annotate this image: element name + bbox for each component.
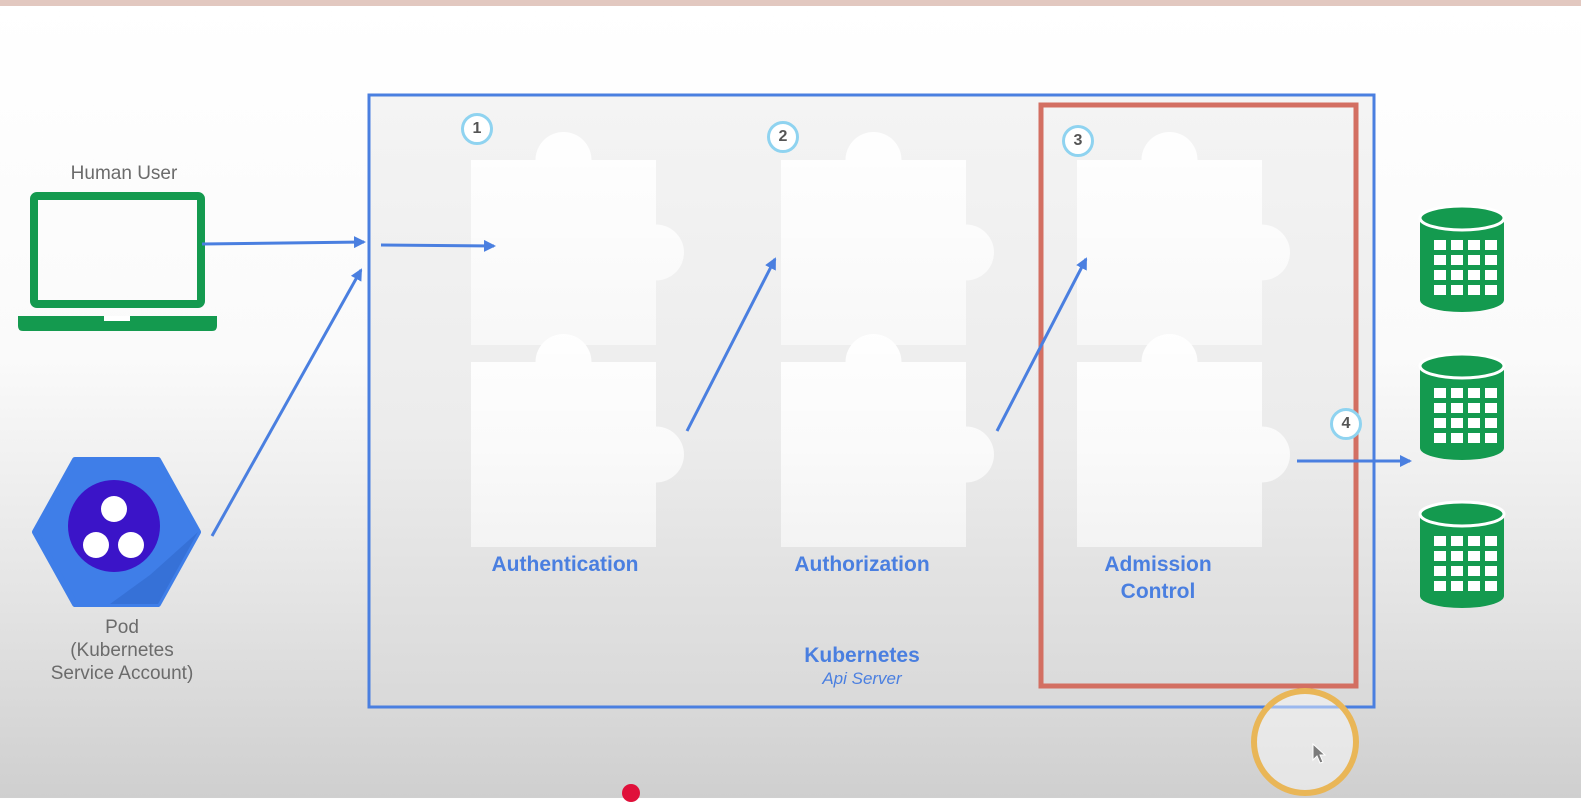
puzzle-piece-icon (471, 132, 684, 345)
arrow-authorization-to-admission (995, 257, 1088, 432)
admission-control-box (1038, 102, 1359, 689)
authentication-label: Authentication (491, 553, 639, 576)
database-icon (1418, 352, 1506, 460)
arrow-to-authentication (380, 239, 496, 252)
cursor-highlight-ring (1251, 688, 1359, 796)
pod-hexagon-icon (32, 457, 201, 607)
flow-arrows (201, 236, 1412, 537)
step-badge-2: 2 (767, 121, 799, 153)
server-subtitle: Api Server (822, 669, 902, 688)
admission-control-label-line-2: Control (1120, 580, 1196, 603)
puzzle-piece-icon (781, 334, 994, 547)
admission-control-label: Admission Control (1058, 551, 1258, 605)
puzzle-piece-icon (471, 334, 684, 547)
database-icon (1418, 204, 1506, 312)
puzzle-piece-icon (1077, 132, 1290, 345)
database-icon (1418, 500, 1506, 608)
puzzle-pieces (471, 132, 1290, 547)
human-user-label: Human User (70, 163, 178, 184)
pod-label: Pod (Kubernetes Service Account) (22, 616, 222, 685)
pod-label-line-3: Service Account) (50, 663, 194, 684)
puzzle-piece-icon (781, 132, 994, 345)
puzzle-piece-icon (1077, 334, 1290, 547)
admission-control-label-line-1: Admission (1104, 553, 1212, 576)
arrow-authentication-to-authorization (685, 257, 777, 432)
step-badge-4: 4 (1330, 408, 1362, 440)
server-title: Kubernetes (804, 644, 920, 667)
arrow-user-to-server (201, 236, 366, 249)
storage-databases (1418, 204, 1506, 608)
recording-indicator-dot (622, 784, 640, 802)
step-badge-1: 1 (461, 113, 493, 145)
authorization-label: Authorization (794, 553, 930, 576)
top-strip (0, 0, 1581, 6)
step-badge-3: 3 (1062, 125, 1094, 157)
pod-label-line-2: (Kubernetes (70, 640, 174, 661)
arrow-pod-to-server (210, 268, 363, 537)
pod-label-line-1: Pod (105, 617, 139, 638)
laptop-icon (18, 192, 217, 331)
